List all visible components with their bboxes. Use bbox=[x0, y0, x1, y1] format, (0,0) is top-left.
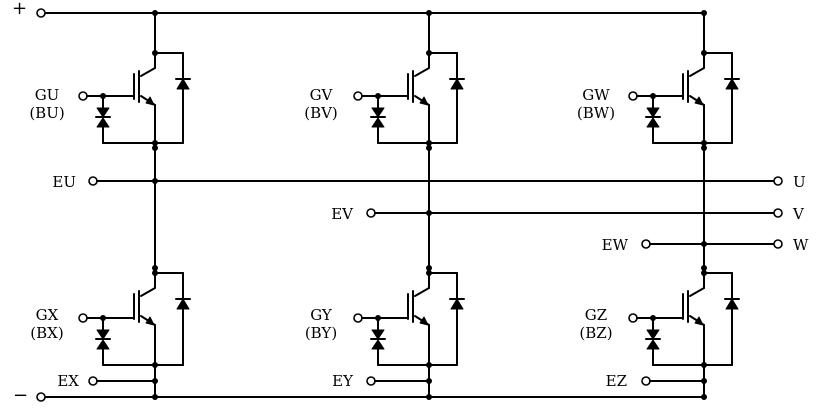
freewheel-diode bbox=[450, 298, 464, 310]
wire bbox=[414, 287, 430, 297]
output-u-terminal bbox=[773, 176, 783, 186]
junction-dot bbox=[152, 265, 158, 271]
junction-dot bbox=[426, 394, 432, 400]
junction-dot bbox=[152, 10, 158, 16]
negative-terminal bbox=[36, 392, 46, 402]
negative-rail-label: − bbox=[13, 385, 29, 406]
gate-bv-label: (BV) bbox=[304, 104, 338, 122]
wire bbox=[140, 67, 156, 77]
freewheel-diode bbox=[450, 78, 464, 90]
gate-zener-upper bbox=[96, 329, 110, 340]
gate-terminal-upper-v-y bbox=[353, 91, 363, 101]
gate-gz-label: GZ bbox=[584, 306, 608, 324]
gate-zener-upper bbox=[646, 329, 660, 340]
gate-terminal-lower-v-y bbox=[353, 313, 363, 323]
gate-zener-upper bbox=[371, 107, 385, 118]
emitter-ez-label: EZ bbox=[605, 372, 627, 390]
junction-dot bbox=[152, 50, 158, 56]
emitter-kelvin-terminal-1 bbox=[366, 376, 376, 386]
emitter-eu-label: EU bbox=[52, 173, 76, 191]
gate-gw-label: GW bbox=[582, 86, 610, 104]
gate-zener-lower bbox=[96, 339, 110, 350]
gate-terminal-lower-u-x bbox=[78, 313, 88, 323]
gate-terminal-lower-w-z bbox=[628, 313, 638, 323]
freewheel-diode bbox=[725, 298, 739, 310]
emitter-ex-label: EX bbox=[57, 372, 79, 390]
gate-zener-lower bbox=[646, 339, 660, 350]
junction-dot bbox=[701, 145, 707, 151]
emitter-kelvin-terminal-0 bbox=[88, 376, 98, 386]
gate-zener-upper bbox=[371, 329, 385, 340]
positive-terminal bbox=[36, 8, 46, 18]
gate-bx-label: (BX) bbox=[30, 324, 64, 342]
wire bbox=[689, 287, 705, 297]
junction-dot bbox=[701, 50, 707, 56]
gate-zener-upper bbox=[646, 107, 660, 118]
positive-rail-label: + bbox=[12, 0, 28, 19]
gate-zener-lower bbox=[371, 117, 385, 128]
output-v-label: V bbox=[793, 205, 804, 223]
output-v-terminal bbox=[773, 208, 783, 218]
output-w-label: W bbox=[793, 236, 809, 254]
junction-dot bbox=[426, 265, 432, 271]
emitter-eu-terminal bbox=[88, 176, 98, 186]
emitter-ev-terminal bbox=[366, 208, 376, 218]
junction-dot bbox=[426, 50, 432, 56]
gate-bz-label: (BZ) bbox=[579, 324, 613, 342]
gate-bu-label: (BU) bbox=[29, 104, 65, 122]
gate-bw-label: (BW) bbox=[576, 104, 616, 122]
wire bbox=[689, 67, 705, 77]
junction-dot bbox=[426, 145, 432, 151]
gate-by-label: (BY) bbox=[304, 324, 338, 342]
gate-terminal-upper-w-z bbox=[628, 91, 638, 101]
gate-zener-lower bbox=[646, 117, 660, 128]
gate-gv-label: GV bbox=[309, 86, 333, 104]
emitter-kelvin-terminal-2 bbox=[641, 376, 651, 386]
junction-dot bbox=[426, 210, 432, 216]
junction-dot bbox=[701, 394, 707, 400]
gate-gx-label: GX bbox=[35, 306, 59, 324]
junction-dot bbox=[701, 10, 707, 16]
gate-gu-label: GU bbox=[34, 86, 60, 104]
junction-dot bbox=[152, 145, 158, 151]
output-u-label: U bbox=[793, 173, 806, 191]
gate-terminal-upper-u-x bbox=[78, 91, 88, 101]
gate-zener-lower bbox=[96, 117, 110, 128]
wire bbox=[140, 287, 156, 297]
freewheel-diode bbox=[725, 78, 739, 90]
gate-zener-lower bbox=[371, 339, 385, 350]
junction-dot bbox=[152, 270, 158, 276]
junction-dot bbox=[426, 270, 432, 276]
igbt-emitter-arrow bbox=[419, 316, 429, 326]
wire bbox=[414, 67, 430, 77]
gate-zener-upper bbox=[96, 107, 110, 118]
emitter-ew-label: EW bbox=[601, 236, 628, 254]
igbt-emitter-arrow bbox=[694, 316, 704, 326]
junction-dot bbox=[701, 270, 707, 276]
igbt-emitter-arrow bbox=[145, 96, 155, 106]
emitter-ev-label: EV bbox=[331, 205, 353, 223]
igbt-emitter-arrow bbox=[419, 96, 429, 106]
output-w-terminal bbox=[773, 239, 783, 249]
junction-dot bbox=[152, 394, 158, 400]
junction-dot bbox=[701, 265, 707, 271]
freewheel-diode bbox=[176, 78, 190, 90]
emitter-ey-label: EY bbox=[332, 372, 353, 390]
igbt-emitter-arrow bbox=[694, 96, 704, 106]
junction-dot bbox=[701, 241, 707, 247]
freewheel-diode bbox=[176, 298, 190, 310]
junction-dot bbox=[152, 178, 158, 184]
junction-dot bbox=[426, 10, 432, 16]
emitter-ew-terminal bbox=[641, 239, 651, 249]
igbt-emitter-arrow bbox=[145, 316, 155, 326]
gate-gy-label: GY bbox=[310, 306, 332, 324]
